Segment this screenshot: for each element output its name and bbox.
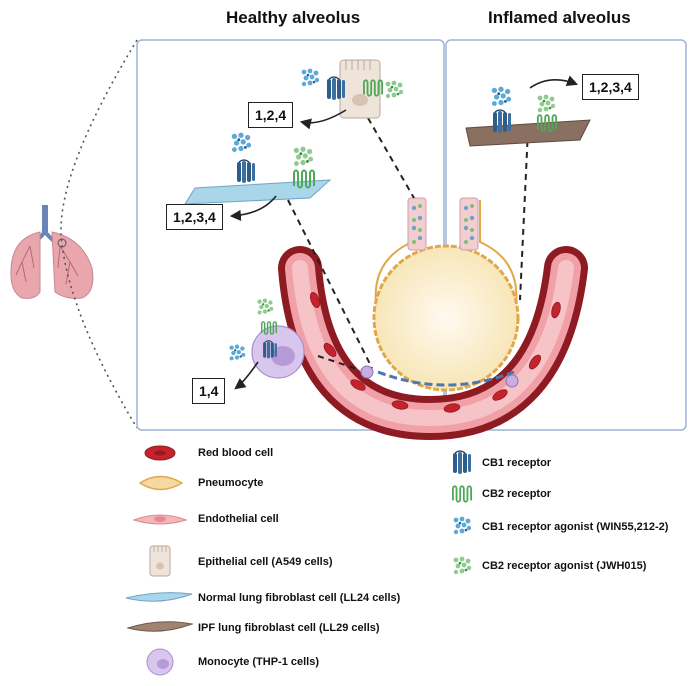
inflamed-alveolus-title: Inflamed alveolus [488,8,631,27]
legend-label-cb2-agonist: CB2 receptor agonist (JWH015) [482,560,647,572]
lungs-icon [10,205,94,299]
legend-label-ipf-fibroblast: IPF lung fibroblast cell (LL29 cells) [198,622,380,634]
legend-icons [125,445,473,676]
zoom-arc [60,39,138,429]
legend-label-monocyte: Monocyte (THP-1 cells) [198,656,320,668]
monocyte-cell [229,298,305,379]
legend-label-red-blood-cell: Red blood cell [198,447,274,459]
cb1-agonist-icon [453,516,472,535]
ipf-fibroblast-effects-box: 1,2,3,4 [582,74,639,100]
airway-epithelium-right [459,197,479,251]
cb1-receptor-icon [452,450,472,475]
cb2-receptor-icon [451,485,473,503]
cb2-agonist-icon [453,556,472,575]
endothelial-cell-icon [132,514,188,525]
legend-label-pneumocyte: Pneumocyte [198,477,264,489]
legend-label-cb1-receptor: CB1 receptor [482,457,552,469]
normal-fibroblast-effects-box: 1,2,3,4 [166,204,223,230]
monocyte-icon [146,648,174,676]
airway-epithelium-left [407,197,427,251]
blood-vessel [278,246,588,441]
normal-fibroblast-cell [184,132,332,205]
alveolus [372,200,520,392]
ipf-fibroblast-cell [465,86,591,147]
pneumocyte-icon [138,475,184,491]
legend-label-epithelial-cell: Epithelial cell (A549 cells) [198,556,333,568]
healthy-alveolus-title: Healthy alveolus [226,8,361,27]
red-blood-cell-icon [144,445,176,461]
epithelial-cell [301,59,404,119]
dashed-connectors [287,117,529,371]
legend-label-normal-fibroblast: Normal lung fibroblast cell (LL24 cells) [198,592,401,604]
epithelial-effects-box: 1,2,4 [248,102,294,128]
effect-arrows [229,75,579,390]
ipf-fibroblast-icon [126,621,194,632]
normal-fibroblast-icon [125,592,193,602]
red-blood-cells [309,291,561,413]
monocyte-effects-box: 1,4 [192,378,226,404]
healthy-panel [136,39,445,431]
legend-label-endothelial-cell: Endothelial cell [198,513,279,525]
epithelial-cell-icon [149,545,171,577]
legend-label-cb2-receptor: CB2 receptor [482,488,552,500]
legend-label-cb1-agonist: CB1 receptor agonist (WIN55,212-2) [482,521,669,533]
